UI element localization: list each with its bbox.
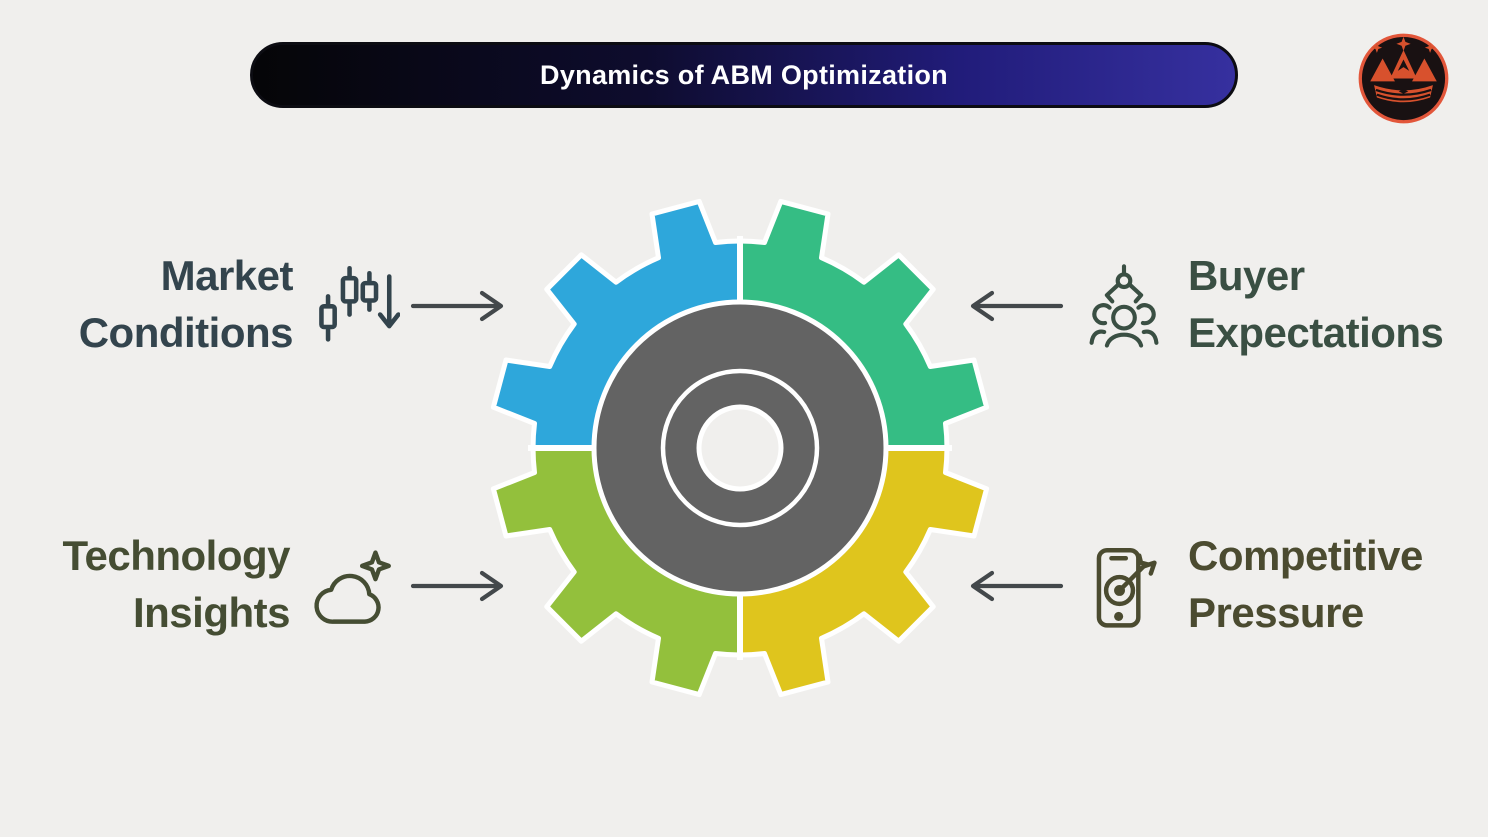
arrow-right-icon (410, 570, 504, 602)
factor-label-market-conditions: Market Conditions (20, 247, 294, 361)
factor-label-technology-insights: Technology Insights (17, 527, 290, 641)
claw-picking-person-icon (1089, 264, 1159, 348)
factor-line: Insights (132, 589, 291, 636)
factor-line: Pressure (1188, 589, 1364, 636)
crown-logo-icon (1358, 33, 1449, 124)
factor-line: Technology (62, 532, 290, 579)
cloud-sparkle-icon (314, 550, 391, 624)
factor-label-buyer-expectations: Buyer Expectations (1188, 247, 1478, 361)
arrow-left-icon (970, 290, 1064, 322)
gear-center-hole (696, 404, 784, 492)
page-title: Dynamics of ABM Optimization (540, 59, 948, 90)
factor-line: Competitive (1188, 532, 1423, 579)
factor-label-competitive-pressure: Competitive Pressure (1188, 527, 1478, 641)
arrow-right-icon (410, 290, 504, 322)
title-banner: Dynamics of ABM Optimization (250, 42, 1238, 108)
arrow-left-icon (970, 570, 1064, 602)
factor-line: Conditions (78, 309, 294, 356)
candlestick-downtrend-icon (319, 265, 400, 342)
phone-dart-target-icon (1096, 547, 1157, 628)
gear-diagram (490, 198, 990, 698)
gear-hub-ring (660, 368, 820, 528)
brand-logo (1356, 31, 1451, 126)
factor-line: Expectations (1188, 309, 1444, 356)
factor-line: Market (160, 252, 294, 299)
factor-line: Buyer (1188, 252, 1305, 299)
